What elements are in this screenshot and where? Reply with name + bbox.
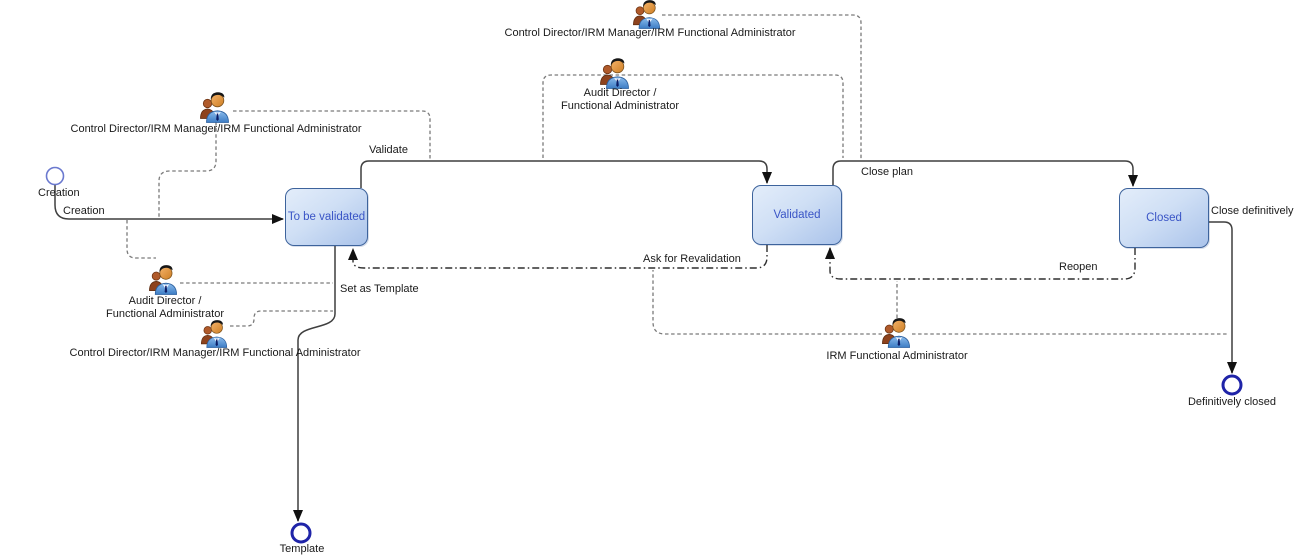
end-event-definitively-closed[interactable] [1221, 374, 1243, 396]
flow-close-definitively [1209, 221, 1237, 374]
flow-ask-for-revalidation [348, 245, 768, 269]
assoc-left-control-validate [233, 110, 431, 159]
transition-label-creation: Creation [63, 205, 105, 217]
transition-label-set-as-template: Set as Template [340, 283, 419, 295]
transition-label-validate: Validate [369, 144, 408, 156]
actor-label-top-audit-line2: Functional Administrator [561, 100, 679, 112]
start-event-creation[interactable] [45, 166, 65, 186]
transition-label-close-definitively: Close definitively [1211, 205, 1294, 217]
actor-label-left-audit-line2: Functional Administrator [106, 308, 224, 320]
end-event-template[interactable] [290, 522, 312, 544]
assoc-top-control-close-plan [662, 14, 862, 159]
transition-label-reopen: Reopen [1059, 261, 1098, 273]
actor-label-top-audit-line1: Audit Director / [583, 87, 657, 99]
actor-label-left-control: Control Director/IRM Manager/IRM Functio… [70, 123, 362, 135]
event-label-definitively-closed: Definitively closed [1187, 396, 1277, 408]
person-icon-top-audit[interactable] [600, 57, 629, 89]
flow-close-plan [832, 160, 1138, 187]
state-validated[interactable]: Validated [752, 185, 842, 245]
event-label-creation: Creation [38, 187, 80, 199]
actor-label-top-control: Control Director/IRM Manager/IRM Functio… [504, 27, 796, 39]
actor-label-left-audit-line1: Audit Director / [128, 295, 202, 307]
event-label-template: Template [279, 543, 325, 555]
assoc-bottom-control-set-as-template [230, 310, 333, 327]
state-closed[interactable]: Closed [1119, 188, 1209, 248]
transition-label-ask-for-revalidation: Ask for Revalidation [643, 253, 741, 265]
actor-label-irm: IRM Functional Administrator [826, 350, 968, 362]
flow-set-as-template [293, 246, 336, 522]
assoc-irm-ask-for-revalidation [652, 270, 882, 335]
state-to-be-validated[interactable]: To be validated [285, 188, 368, 246]
flow-creation [54, 184, 284, 224]
flow-validate [360, 160, 772, 188]
person-icon-top-control[interactable] [632, 0, 661, 29]
assoc-left-control-creation [158, 122, 217, 217]
person-icon-left-control[interactable] [200, 91, 229, 123]
transition-label-close-plan: Close plan [861, 166, 913, 178]
assoc-top-audit-validate-close-plan [542, 74, 844, 158]
person-icon-bottom-control[interactable] [200, 319, 228, 348]
person-icon-irm[interactable] [881, 317, 911, 348]
actor-label-left-audit: Audit Director / Functional Administrato… [106, 295, 224, 321]
actor-label-top-audit: Audit Director / Functional Administrato… [561, 87, 679, 113]
person-icon-left-audit[interactable] [148, 264, 178, 295]
assoc-left-audit-creation [126, 220, 156, 259]
flow-reopen [825, 247, 1136, 280]
actor-label-bottom-control: Control Director/IRM Manager/IRM Functio… [69, 347, 361, 359]
